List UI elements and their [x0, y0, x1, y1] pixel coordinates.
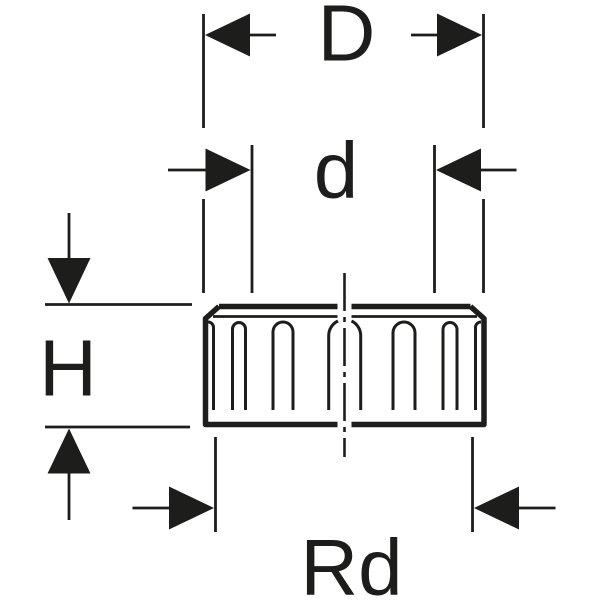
label-height: H	[39, 324, 97, 413]
arrowhead-right-icon	[437, 13, 482, 57]
arrowhead-up-icon	[47, 428, 91, 474]
arrowhead-down-icon	[47, 258, 91, 304]
dimension-Rd: Rd	[132, 437, 556, 600]
body-outline-left	[202, 304, 338, 428]
knurl-groove	[271, 320, 295, 410]
part-union-nut	[202, 273, 487, 457]
knurl-groove-center-left	[327, 319, 339, 410]
dimension-d: d	[168, 126, 517, 293]
arrowhead-left-icon	[474, 486, 519, 530]
label-nominal-diameter: d	[314, 126, 359, 215]
knurl-groove	[441, 321, 459, 410]
knurl-groove-edge-right	[474, 320, 482, 410]
knurl-groove	[391, 320, 417, 410]
label-outer-diameter: D	[318, 0, 376, 78]
label-thread-size: Rd	[300, 523, 402, 600]
dimension-H: H	[39, 213, 192, 520]
knurl-groove	[231, 321, 247, 410]
knurl-groove-edge-left	[207, 320, 215, 410]
arrowhead-right-icon	[169, 486, 214, 530]
dimension-D: D	[202, 0, 485, 293]
arrowhead-left-icon	[205, 148, 251, 192]
body-outline-right	[351, 304, 487, 428]
knurl-groove-center-right	[350, 319, 363, 410]
arrowhead-right-icon	[436, 148, 481, 192]
arrowhead-left-icon	[205, 13, 250, 57]
